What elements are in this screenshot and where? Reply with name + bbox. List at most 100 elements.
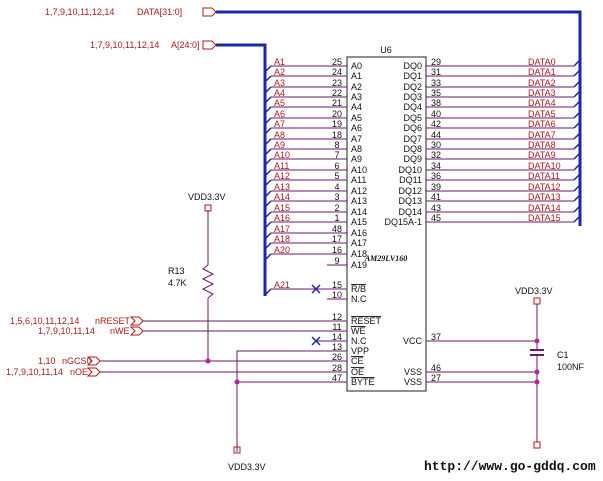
pin-name: VSS (404, 367, 422, 377)
left-pin: 18 A7 (327, 130, 362, 144)
data-net-label: DATA15 (528, 213, 561, 223)
bus-entry (573, 90, 581, 98)
pin-number: 29 (431, 57, 441, 67)
pin-name: A7 (351, 134, 362, 144)
bus-entry (573, 80, 581, 88)
pin-name: A14 (351, 207, 367, 217)
data-net-label: DATA10 (528, 161, 561, 171)
pin-number: 34 (431, 161, 441, 171)
address-net-label: A15 (274, 203, 290, 213)
right-pin-group: 29DQ031DQ133DQ235DQ338DQ440DQ542DQ644DQ7… (384, 57, 446, 387)
power-terminal (233, 446, 241, 454)
pin-number: 2 (334, 203, 339, 213)
address-net: A11 (264, 161, 327, 177)
pin-number: 21 (332, 98, 342, 108)
pin-number: 25 (332, 57, 342, 67)
bus-entry (264, 86, 272, 94)
bus-entry (264, 158, 272, 166)
bus-entry (264, 75, 272, 83)
bus-entry (264, 200, 272, 208)
left-pin: 25 A0 (327, 57, 362, 71)
bus-entry (264, 148, 272, 156)
address-net-label: A14 (274, 192, 290, 202)
pin-name: A0 (351, 61, 362, 71)
data-bus-line (216, 10, 582, 226)
address-net: A1 (264, 57, 327, 73)
address-net-label: A5 (274, 98, 285, 108)
pin-number: 4 (334, 182, 339, 192)
bus-entry (573, 142, 581, 150)
bus-entry (264, 288, 272, 296)
address-bus-name: A[24:0] (171, 40, 200, 50)
data-net: DATA13 (446, 192, 581, 202)
pin-name: DQ12 (398, 186, 422, 196)
bus-entry (573, 132, 581, 140)
address-net: A9 (264, 140, 327, 156)
data-net: DATA15 (446, 213, 581, 223)
bottom-power-label: VDD3.3V (228, 462, 266, 472)
pin-number: 18 (332, 130, 342, 140)
no-connect-mark (311, 336, 327, 346)
power-terminal (204, 204, 212, 212)
data-net-label: DATA8 (528, 140, 556, 150)
pin-number: 5 (334, 171, 339, 181)
address-net-label: A8 (274, 130, 285, 140)
bus-entry (573, 100, 581, 108)
address-net-label: A3 (274, 78, 285, 88)
bus-entry (573, 163, 581, 171)
pin-number: 46 (431, 363, 441, 373)
data-net: DATA0 (446, 57, 581, 67)
cap-power-label: VDD3.3V (515, 286, 553, 296)
pin-name: BYTE (351, 377, 375, 387)
bus-entry (264, 232, 272, 240)
address-net-label: A11 (274, 161, 289, 171)
junction-dot (534, 369, 540, 375)
we-pages: 1,7,9,10,11,14 (38, 326, 95, 336)
bus-entry (264, 96, 272, 104)
address-net: A6 (264, 109, 327, 125)
right-pin: 31 DQ1 (403, 67, 446, 81)
bus-entry (264, 221, 272, 229)
data-net-label: DATA2 (528, 78, 556, 88)
pin-name: DQ3 (403, 92, 422, 102)
pin-name: A13 (351, 196, 367, 206)
pin-name: A2 (351, 82, 362, 92)
data-bus-name: DATA[31:0] (137, 7, 182, 17)
address-net: A13 (264, 182, 327, 198)
data-net: DATA5 (446, 109, 581, 119)
pin-name: DQ10 (398, 165, 422, 175)
data-bus-port (202, 7, 217, 17)
gcs0-name: nGCS0 (62, 356, 92, 366)
pin-name: DQ1 (403, 71, 422, 81)
decoupling-network: VDD3.3V C1 100NF (446, 286, 585, 449)
bus-entry (264, 169, 272, 177)
pin-name: DQ4 (403, 102, 422, 112)
pin-number: 31 (431, 67, 441, 77)
pin-name: RESET (351, 316, 382, 326)
data-net-label: DATA7 (528, 130, 556, 140)
pin-number: 8 (334, 140, 339, 150)
data-net-label: DATA9 (528, 150, 556, 160)
address-net-label: A10 (274, 150, 290, 160)
address-net: A10 (264, 150, 327, 166)
pin-name: DQ0 (403, 61, 422, 71)
oe-name: nOE (70, 367, 88, 377)
reset-pages: 1,5,6,10,11,12,14 (10, 316, 79, 326)
chip-body (346, 56, 427, 392)
